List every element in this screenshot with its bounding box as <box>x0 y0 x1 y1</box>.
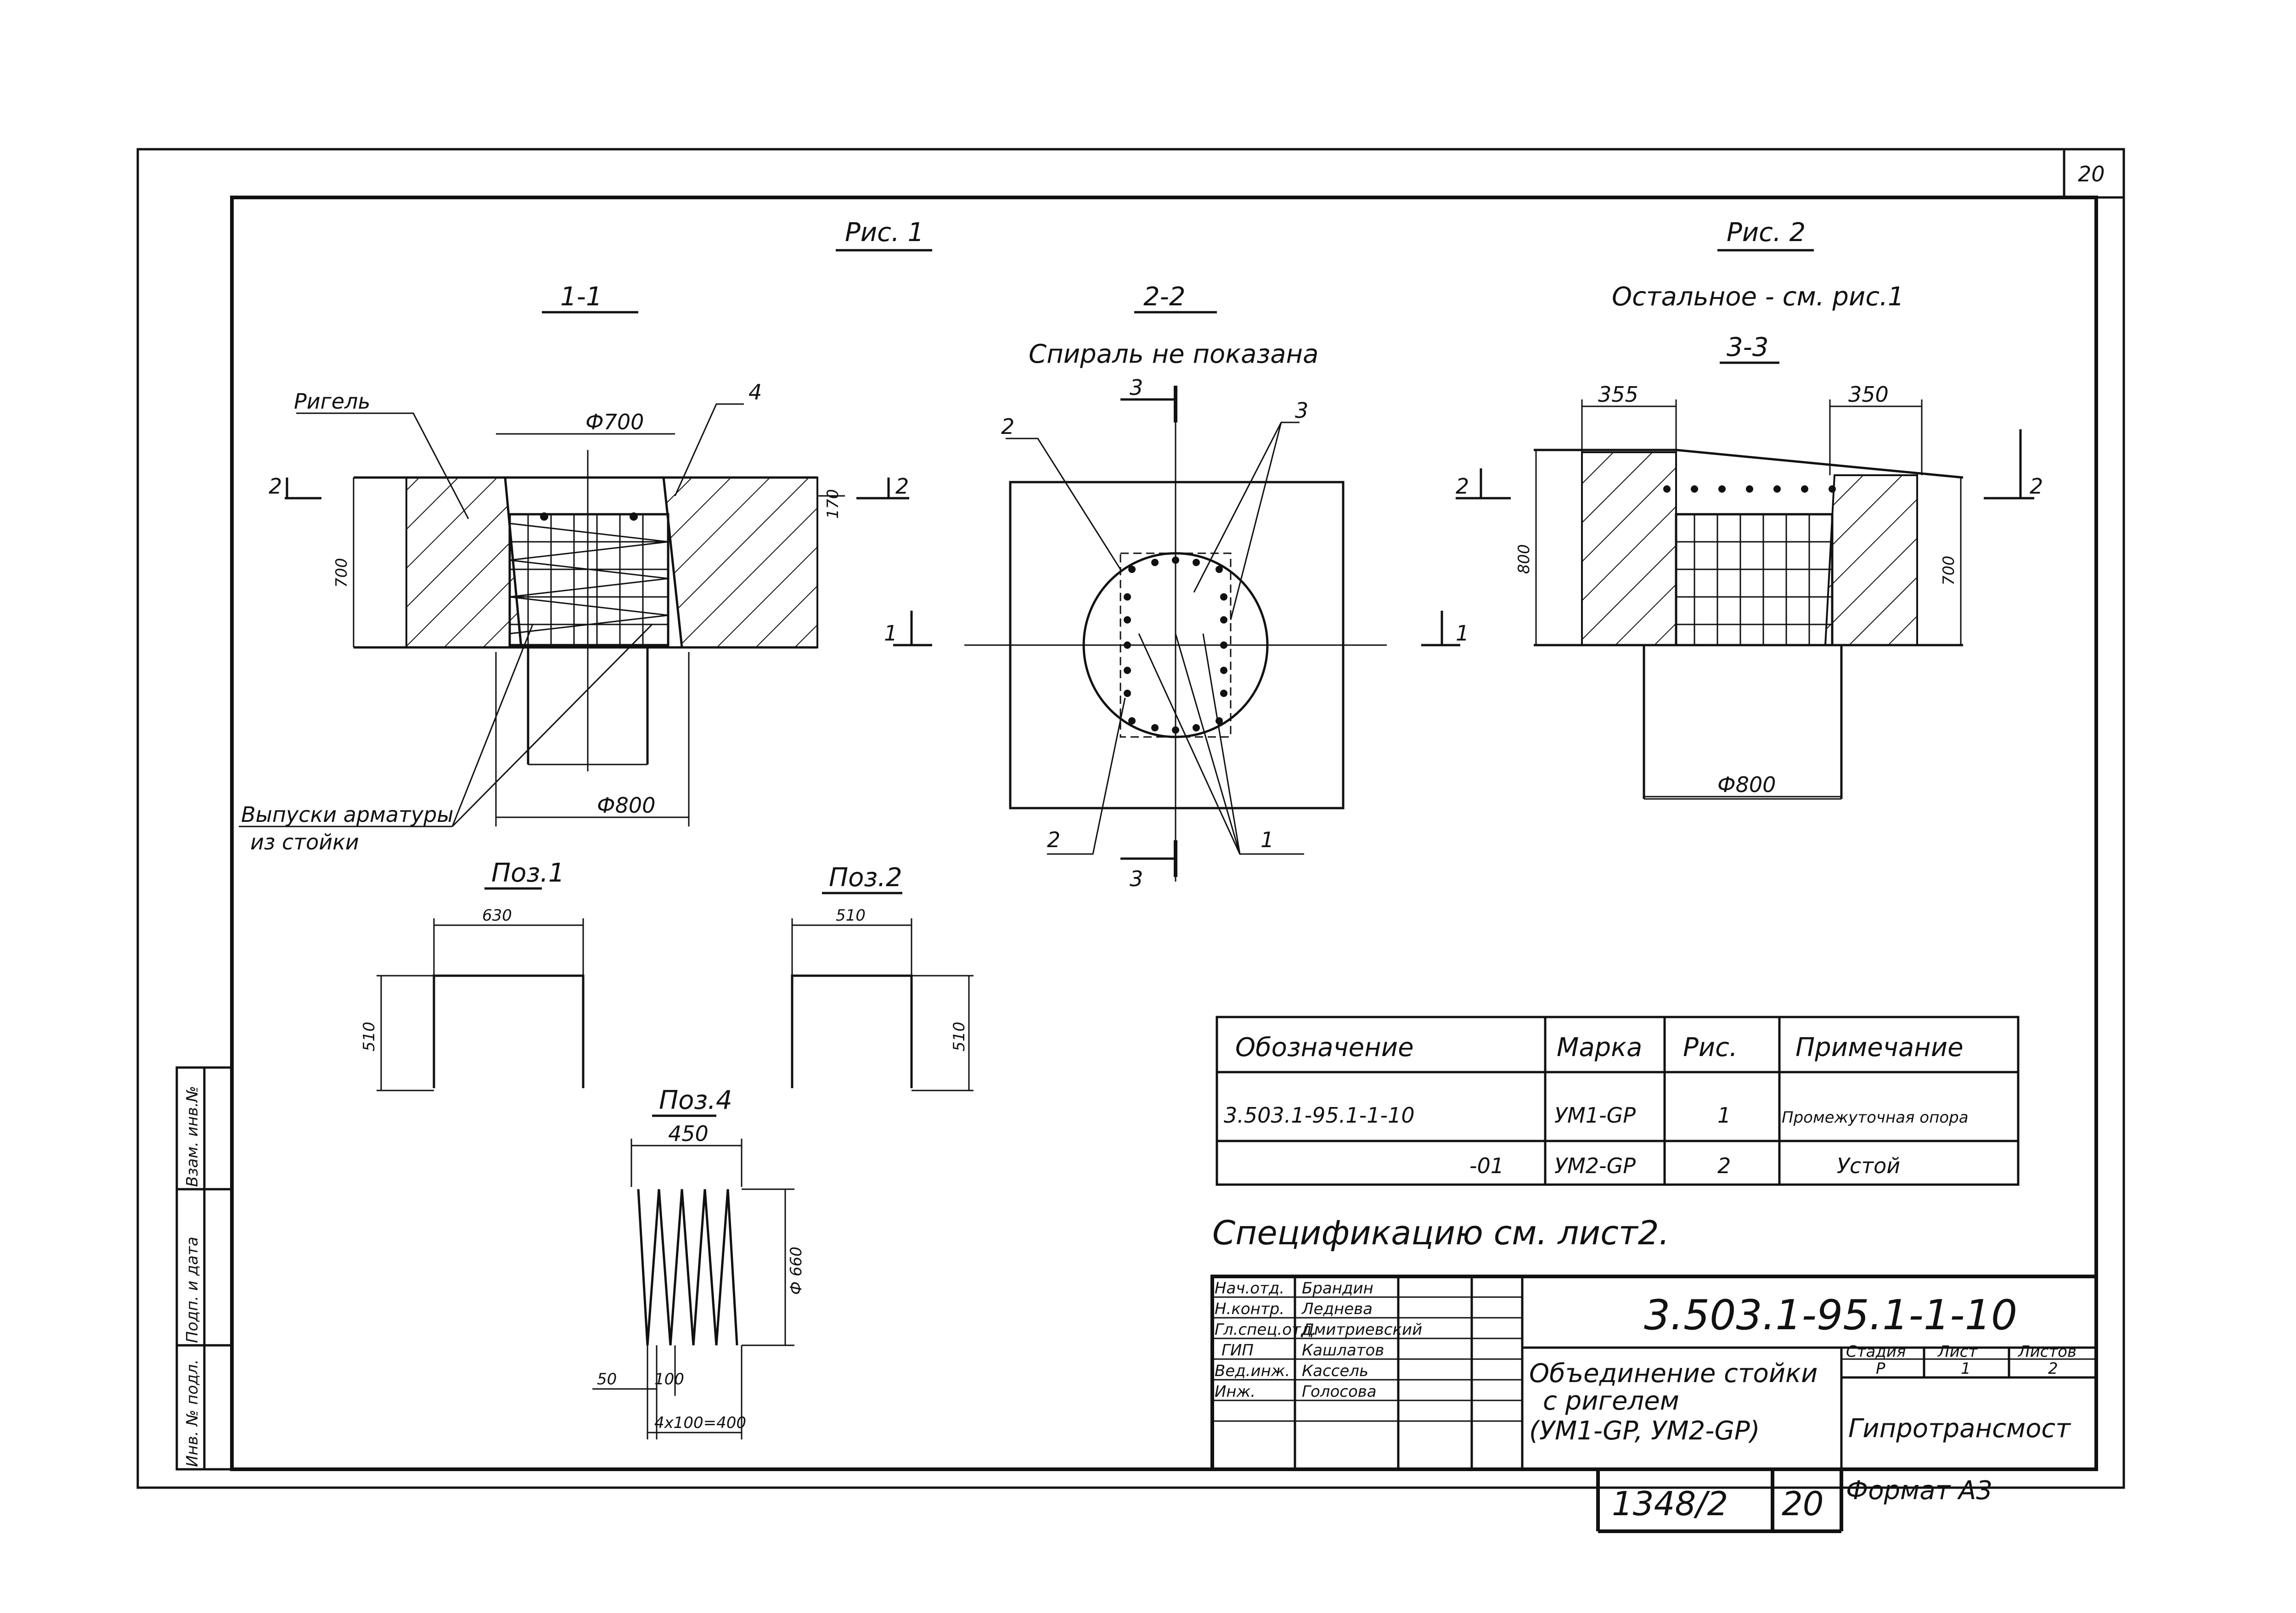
s11-cut-left: 2 <box>269 474 282 499</box>
pos2-height: 510 <box>950 1022 968 1051</box>
s22-cut-1-right: 1 <box>1456 621 1469 646</box>
person-1-role: Нач.отд. <box>1215 1279 1284 1298</box>
person-6-role: Инж. <box>1215 1383 1255 1401</box>
s33-cut-left: 2 <box>1456 474 1469 499</box>
s33-dia-bottom: Ф800 <box>1717 772 1776 797</box>
pos4-pitch: 100 <box>654 1370 684 1388</box>
sheet-frame: 20 <box>136 148 2125 1489</box>
pos4-title: Поз.4 <box>659 1085 732 1115</box>
section-1-1-title: 1-1 <box>560 282 602 312</box>
table-header-designation: Обозначение <box>1235 1033 1414 1062</box>
pos1-title: Поз.1 <box>491 858 565 888</box>
table-row2-mark: УМ2-GP <box>1554 1153 1636 1178</box>
position-1-drawing: Поз.1 630 510 <box>360 858 585 1091</box>
pos4-total: 4x100=400 <box>654 1414 746 1432</box>
s11-cut-right: 2 <box>895 474 909 499</box>
s11-callout-4: 4 <box>748 380 762 405</box>
s22-callout-1: 1 <box>1261 827 1274 852</box>
stamp-podp-data: Подп. и дата <box>183 1236 202 1343</box>
spiral-note: Спираль не показана <box>1029 339 1318 369</box>
s11-rebar-note-1: Выпуски арматуры <box>241 802 454 827</box>
sheet-label: Лист <box>1937 1343 1978 1361</box>
sheets-label: Листов <box>2017 1343 2077 1361</box>
person-5-name: Кассель <box>1302 1362 1368 1380</box>
section-1-1-drawing: Ф700 Ф800 700 170 Ригель 4 2 2 Выпуски а… <box>239 380 909 854</box>
person-3-role: Гл.спец.отд. <box>1215 1321 1317 1339</box>
archive-number: 1348/2 <box>1612 1484 1728 1523</box>
position-4-drawing: Поз.4 450 Ф 660 50 100 4x100=400 <box>592 1085 805 1439</box>
s11-height: 700 <box>332 558 351 588</box>
stamp-inv-podl: Инв. № подл. <box>183 1359 202 1467</box>
s33-dim-left: 355 <box>1598 382 1638 407</box>
fig2-note: Остальное - см. рис.1 <box>1612 282 1904 312</box>
pos1-height: 510 <box>360 1022 378 1051</box>
s33-cut-right: 2 <box>2030 474 2043 499</box>
table-row2-fig: 2 <box>1717 1153 1731 1178</box>
person-5-role: Вед.инж. <box>1215 1362 1290 1380</box>
s22-cut-top: 3 <box>1130 375 1143 400</box>
table-header-mark: Марка <box>1557 1033 1642 1062</box>
page-number: 20 <box>1782 1484 1824 1523</box>
s33-height-right: 700 <box>1940 556 1958 585</box>
s33-dim-right: 350 <box>1848 382 1889 407</box>
s11-top-dim: 170 <box>824 489 842 519</box>
fig2-section-title: 3-3 <box>1727 332 1768 362</box>
figure-titles: Рис. 1 Рис. 2 Остальное - см. рис.1 3-3 … <box>542 218 1904 369</box>
s22-cut-bottom: 3 <box>1130 866 1143 891</box>
person-4-role: ГИП <box>1221 1341 1254 1360</box>
section-2-2-drawing: 3 3 2 2 3 1 1 1 <box>884 375 1469 891</box>
table-row1-fig: 1 <box>1717 1103 1731 1128</box>
s22-callout-3: 3 <box>1295 398 1308 423</box>
section-2-2-title: 2-2 <box>1143 282 1185 312</box>
stage-label: Стадия <box>1846 1343 1906 1361</box>
sheet-value: 1 <box>1961 1360 1971 1378</box>
pos4-end: 50 <box>597 1370 617 1388</box>
stamp-vzam-inv: Взам. инв.№ <box>183 1086 202 1187</box>
table-row2-designation: -01 <box>1469 1153 1504 1178</box>
sheet-number: 20 <box>2078 162 2105 186</box>
s11-dia-top: Ф700 <box>585 410 644 434</box>
title-block: Нач.отд. Брандин Н.контр. Леднева Гл.спе… <box>1210 1275 2098 1533</box>
s22-callout-2-bottom: 2 <box>1047 827 1060 852</box>
table-header-note: Примечание <box>1795 1033 1964 1062</box>
person-2-name: Леднева <box>1301 1300 1373 1318</box>
person-2-role: Н.контр. <box>1215 1300 1284 1318</box>
s11-label-rigel: Ригель <box>294 389 371 414</box>
sheets-value: 2 <box>2048 1360 2058 1378</box>
designation-table: Обозначение Марка Рис. Примечание 3.503.… <box>1216 1016 2020 1186</box>
table-header-fig: Рис. <box>1683 1033 1738 1062</box>
person-1-name: Брандин <box>1302 1279 1373 1298</box>
spec-note: Спецификацию см. лист2. <box>1212 1214 1669 1252</box>
s22-cut-1-left: 1 <box>884 621 897 646</box>
person-6-name: Голосова <box>1302 1383 1377 1401</box>
pos2-title: Поз.2 <box>829 863 902 893</box>
fig1-title: Рис. 1 <box>845 218 924 247</box>
pos4-width: 450 <box>668 1121 709 1146</box>
position-2-drawing: Поз.2 510 510 <box>791 863 974 1091</box>
table-row1-note: Промежуточная опора <box>1782 1108 1969 1127</box>
s22-callout-2-top: 2 <box>1001 414 1014 439</box>
title-designation: 3.503.1-95.1-1-10 <box>1644 1291 2017 1339</box>
fig2-title: Рис. 2 <box>1727 218 1806 247</box>
pos2-width: 510 <box>836 906 866 925</box>
pos1-width: 630 <box>482 906 512 925</box>
stage-value: Р <box>1876 1360 1885 1378</box>
s11-dia-bottom: Ф800 <box>597 793 655 818</box>
table-row1-mark: УМ1-GP <box>1554 1103 1636 1128</box>
pos4-dia: Ф 660 <box>787 1247 805 1295</box>
side-stamp: Инв. № подл. Подп. и дата Взам. инв.№ <box>175 1066 233 1471</box>
person-3-name: Дмитриевский <box>1301 1321 1422 1339</box>
person-4-name: Кашлатов <box>1302 1341 1384 1360</box>
s33-height-left: 800 <box>1515 544 1533 574</box>
table-row1-designation: 3.503.1-95.1-1-10 <box>1224 1103 1415 1128</box>
table-row2-note: Устой <box>1837 1153 1900 1178</box>
s11-rebar-note-2: из стойки <box>250 830 359 854</box>
title-line-3: (УМ1-GP, УМ2-GP) <box>1529 1416 1760 1446</box>
title-line-1: Объединение стойки <box>1529 1359 1818 1388</box>
paper-format: Формат А3 <box>1846 1476 1992 1506</box>
organization: Гипротрансмост <box>1848 1414 2071 1444</box>
title-line-2: с ригелем <box>1543 1386 1679 1416</box>
section-3-3-drawing: Ф800 355 350 800 700 2 2 <box>1456 382 2043 800</box>
